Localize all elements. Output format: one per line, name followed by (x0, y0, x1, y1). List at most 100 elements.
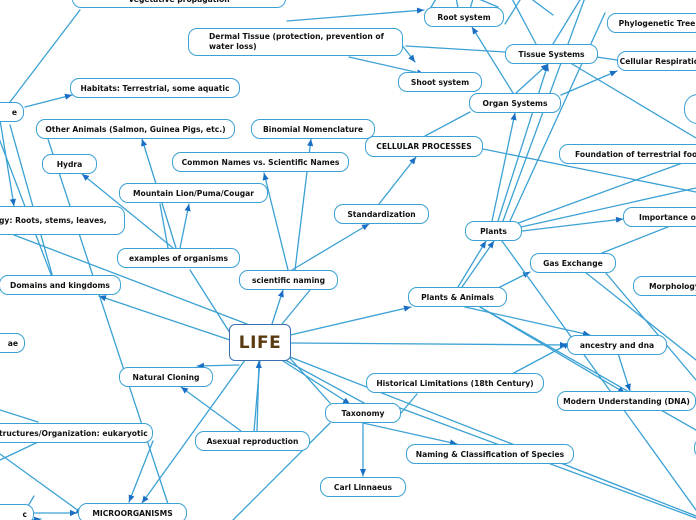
connector-line (0, 441, 39, 461)
connector-line (531, 0, 554, 16)
node-scientific-naming[interactable]: scientific naming (239, 270, 338, 290)
connector-line (196, 362, 240, 369)
connector-line (179, 203, 191, 249)
connector-line (455, 0, 459, 9)
node-ancestry-dna[interactable]: ancestry and dna (567, 335, 667, 355)
connector-line (464, 306, 591, 337)
connector-line (81, 173, 174, 249)
node-examples-of-organisms[interactable]: examples of organisms (117, 248, 240, 268)
node-gas-exchange[interactable]: Gas Exchange (530, 253, 616, 273)
node-organ-systems[interactable]: Organ Systems (469, 93, 561, 113)
connector-line (429, 0, 437, 10)
node-common-vs-scientific[interactable]: Common Names vs. Scientific Names (172, 152, 349, 172)
connector-line (521, 216, 624, 232)
node-structures-organization[interactable]: tructures/Organization: eukaryotic (0, 423, 153, 443)
node-hydra[interactable]: Hydra (42, 154, 97, 174)
connector-line (504, 0, 521, 25)
connector-line (552, 0, 581, 45)
connector-line (0, 453, 84, 515)
node-standardization[interactable]: Standardization (334, 204, 429, 224)
node-root-system[interactable]: Root system (424, 7, 504, 27)
connector-line (128, 440, 154, 503)
connector-line (286, 7, 425, 22)
connector-line (271, 289, 284, 325)
node-carl-linnaeus[interactable]: Carl Linnaeus (320, 477, 406, 497)
connector-line (378, 156, 417, 205)
connector-line (24, 93, 73, 108)
connector-line (281, 289, 311, 325)
node-foundation-terrestrial[interactable]: Foundation of terrestrial food webs (559, 144, 696, 164)
connector-line (482, 148, 696, 193)
connector-line (13, 234, 248, 325)
connector-line (561, 57, 696, 139)
node-morphology[interactable]: Morphology (633, 276, 696, 296)
node-modern-understanding[interactable]: Modern Understanding (DNA) (557, 391, 696, 411)
connector-line (282, 360, 351, 405)
node-shoot-system[interactable]: Shoot system (398, 72, 482, 92)
connector-line (289, 356, 696, 517)
node-historical-limitations[interactable]: Historical Limitations (18th Century) (366, 373, 544, 393)
root-node-life[interactable]: LIFE (229, 324, 291, 361)
connector-line (180, 386, 242, 432)
connector-line (584, 271, 696, 361)
connector-line (98, 295, 231, 341)
node-left-edge-ae[interactable]: ae (0, 333, 25, 353)
node-plants-animals[interactable]: Plants & Animals (408, 287, 507, 307)
connector-line (479, 306, 696, 431)
connector-line (285, 305, 412, 337)
node-importance-of[interactable]: Importance of (623, 207, 696, 227)
node-cellular-respiration[interactable]: Cellular Respiration (617, 51, 696, 71)
connector-line (0, 409, 39, 423)
connector-line (189, 269, 231, 334)
connector-line (348, 56, 425, 76)
node-tissue-systems[interactable]: Tissue Systems (505, 44, 598, 64)
connector-line (491, 112, 517, 222)
connector-line (9, 124, 56, 286)
connector-line (255, 360, 262, 432)
connector-line (424, 111, 471, 137)
node-mountain-lion[interactable]: Mountain Lion/Puma/Cougar (119, 183, 268, 203)
connector-line (159, 203, 169, 249)
node-binomial-nomenclature[interactable]: Binomial Nomenclature (251, 119, 375, 139)
connector-line (512, 157, 696, 226)
connector-line (469, 0, 474, 10)
node-plants[interactable]: Plants (465, 221, 522, 241)
connector-line (262, 172, 289, 271)
connector-line (560, 70, 618, 96)
connector-line (405, 45, 506, 53)
node-naming-classification[interactable]: Naming & Classification of Species (406, 444, 574, 464)
connector-line (471, 26, 514, 94)
connector-line (457, 240, 487, 288)
connector-line (461, 240, 495, 288)
node-phylogenetic-tree[interactable]: Phylogenetic Tree (607, 13, 696, 33)
connector-line (511, 0, 537, 45)
connector-line (232, 422, 331, 520)
node-habitats[interactable]: Habitats: Terrestrial, some aquatic (70, 78, 240, 98)
connector-line (520, 187, 696, 228)
connector-line (287, 355, 331, 404)
node-vegetative-propagation[interactable]: Vegetative propagation (72, 0, 286, 8)
connector-line (515, 63, 549, 94)
node-cellular-processes[interactable]: CELLULAR PROCESSES (365, 136, 483, 157)
connector-line (290, 341, 568, 349)
node-morphology-roots[interactable]: gy: Roots, stems, leaves, (0, 206, 125, 235)
connector-line (9, 9, 81, 103)
node-natural-cloning[interactable]: Natural Cloning (119, 367, 213, 387)
connector-line (479, 0, 499, 8)
node-domains-kingdoms[interactable]: Domains and kingdoms (0, 275, 121, 295)
connector-line (509, 342, 571, 376)
connector-line (291, 223, 370, 271)
node-microorganisms[interactable]: MICROORGANISMS (78, 503, 187, 520)
node-left-edge-e[interactable]: e (0, 102, 24, 122)
connector-line (604, 271, 696, 381)
node-asexual-reproduction[interactable]: Asexual reproduction (195, 431, 310, 451)
node-taxonomy[interactable]: Taxonomy (325, 403, 401, 423)
node-dermal-tissue[interactable]: Dermal Tissue (protection, prevention of… (188, 28, 403, 56)
connector-line (284, 359, 376, 410)
connector-line (362, 422, 458, 446)
node-other-animals[interactable]: Other Animals (Salmon, Guinea Pigs, etc.… (36, 119, 235, 139)
connector-line (0, 119, 16, 207)
connector-line (400, 393, 418, 414)
node-left-edge-c[interactable]: c (0, 504, 34, 520)
